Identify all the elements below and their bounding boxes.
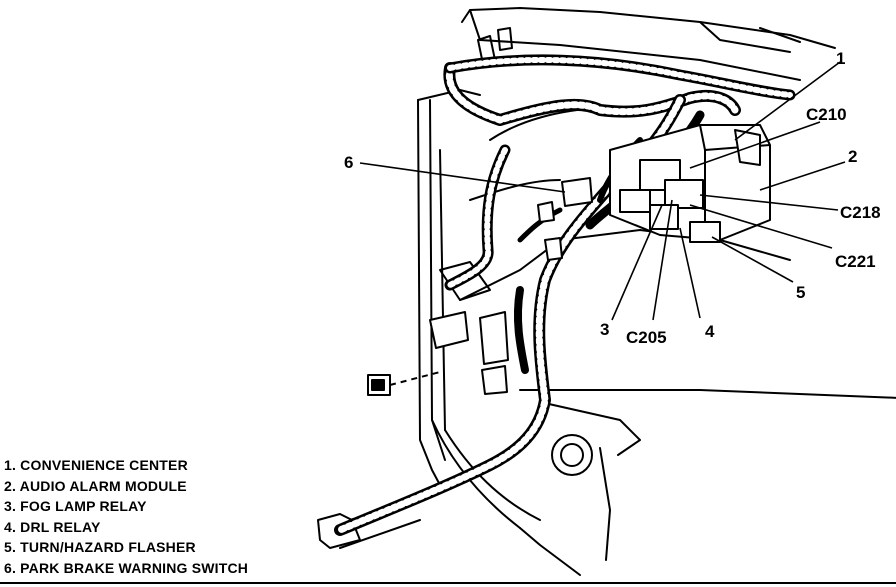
- legend-item: 1. CONVENIENCE CENTER: [4, 457, 188, 473]
- callout-c205: C205: [626, 328, 667, 347]
- callout-labels: 1 C210 2 6 C218 C221 5 3 C205 4: [344, 49, 881, 347]
- vehicle-structure: [317, 7, 896, 576]
- callout-1: 1: [836, 49, 845, 68]
- left-components: [367, 177, 593, 396]
- legend-item: 5. TURN/HAZARD FLASHER: [4, 539, 196, 556]
- leader-5: [711, 236, 794, 283]
- leader-1: [734, 61, 841, 141]
- leader-2: [759, 161, 846, 191]
- callout-6: 6: [344, 153, 353, 172]
- callout-c218: C218: [840, 203, 881, 222]
- leader-lines: [359, 61, 846, 321]
- callout-c221: C221: [835, 252, 876, 271]
- convenience-center-block: [609, 124, 771, 243]
- bottom-divider: [0, 582, 896, 584]
- leader-6: [359, 162, 566, 193]
- callout-5: 5: [796, 283, 805, 302]
- callout-c210: C210: [806, 105, 847, 124]
- legend-item: 2. AUDIO ALARM MODULE: [4, 477, 187, 494]
- leader-c221: [689, 204, 833, 249]
- leader-3: [611, 204, 663, 321]
- legend-item: 4. DRL RELAY: [4, 518, 101, 535]
- leader-4: [679, 227, 701, 319]
- legend-item: 3. FOG LAMP RELAY: [4, 498, 147, 515]
- leader-c210: [689, 121, 821, 169]
- callout-3: 3: [600, 320, 609, 339]
- component-legend: 1. CONVENIENCE CENTER 2. AUDIO ALARM MOD…: [4, 455, 248, 579]
- legend-item: 6. PARK BRAKE WARNING SWITCH: [4, 559, 249, 576]
- callout-4: 4: [705, 322, 715, 341]
- callout-2: 2: [848, 147, 857, 166]
- leader-c218: [699, 194, 839, 211]
- leader-c205: [652, 199, 673, 321]
